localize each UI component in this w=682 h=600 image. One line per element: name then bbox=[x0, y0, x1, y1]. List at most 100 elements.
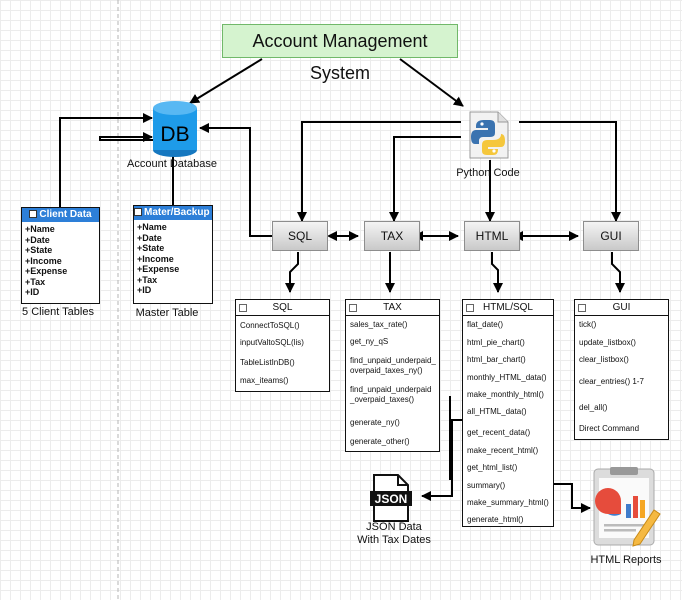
function-item: summary() bbox=[467, 481, 506, 490]
gui-module: GUI bbox=[583, 221, 639, 251]
function-item: get_html_list() bbox=[467, 463, 518, 472]
sql-module: SQL bbox=[272, 221, 328, 251]
tax-functions-header: TAX bbox=[346, 300, 439, 316]
arrow-python-to-sql bbox=[297, 121, 461, 222]
function-item: _overpaid_taxes() bbox=[350, 395, 415, 404]
arrow-client-to-db bbox=[59, 113, 153, 210]
arrow-html-down bbox=[491, 252, 503, 293]
db-icon-text: DB bbox=[160, 123, 189, 146]
table-field: +Tax bbox=[25, 276, 46, 287]
arrow-python-to-tax bbox=[389, 136, 461, 222]
title-text: Account Management System bbox=[252, 31, 428, 83]
function-item: html_pie_chart() bbox=[467, 338, 525, 347]
client-tables-caption: 5 Client Tables bbox=[22, 306, 94, 318]
function-item: del_all() bbox=[579, 403, 608, 412]
box-checkbox-icon bbox=[239, 304, 247, 312]
database-icon: DB bbox=[153, 101, 197, 157]
function-item: clear_listbox() bbox=[579, 355, 629, 364]
function-item: inputValtoSQL(lis) bbox=[240, 338, 304, 347]
arrow-title-to-python bbox=[399, 58, 464, 107]
tax-functions-box: TAX sales_tax_rate() get_ny_qS find_unpa… bbox=[345, 299, 440, 452]
table-field: +Name bbox=[137, 222, 167, 232]
table-field: +ID bbox=[25, 287, 40, 297]
client-data-table: Client Data +Name +Date +State +Income +… bbox=[21, 207, 100, 304]
table-field: +Income bbox=[137, 253, 174, 264]
function-item: all_HTML_data() bbox=[467, 407, 527, 416]
gui-functions-header: GUI bbox=[575, 300, 668, 316]
function-item: make_summary_html() bbox=[467, 498, 549, 507]
function-item: make_recent_html() bbox=[467, 446, 539, 455]
table-field: +Name bbox=[25, 224, 55, 234]
arrow-to-reports bbox=[552, 483, 591, 513]
function-item: make_monthly_html() bbox=[467, 390, 544, 399]
json-label-line2: With Tax Dates bbox=[357, 534, 431, 546]
function-item: generate_other() bbox=[350, 437, 410, 446]
html-sql-functions-title: HTML/SQL bbox=[482, 302, 533, 313]
arrow-python-to-gui bbox=[519, 121, 621, 222]
tax-module: TAX bbox=[364, 221, 420, 251]
table-field: +ID bbox=[137, 285, 152, 295]
function-item: max_iteams() bbox=[240, 376, 289, 385]
box-checkbox-icon bbox=[466, 304, 474, 312]
html-sql-functions-box: HTML/SQL flat_date() html_pie_chart() ht… bbox=[462, 299, 554, 527]
function-item: find_unpaid_underpaid_ bbox=[350, 356, 436, 365]
table-field: +Income bbox=[25, 255, 62, 266]
account-database-label: Account Database bbox=[127, 158, 217, 170]
python-code-label: Python Code bbox=[456, 167, 520, 179]
sql-functions-header: SQL bbox=[236, 300, 329, 316]
arrow-sql-to-db bbox=[199, 123, 272, 237]
function-item: get_recent_data() bbox=[467, 428, 531, 437]
json-icon-text: JSON bbox=[375, 492, 408, 506]
table-field: +State bbox=[25, 245, 53, 255]
function-item: clear_entries() 1-7 bbox=[579, 377, 644, 386]
function-item: ConnectToSQL() bbox=[240, 321, 300, 330]
box-checkbox-icon bbox=[349, 304, 357, 312]
title-box: Account Management System bbox=[222, 24, 458, 83]
master-data-table: Mater/Backup data +Name +Date +State +In… bbox=[133, 205, 213, 304]
table-field: +Tax bbox=[137, 274, 158, 285]
table-field: +Date bbox=[137, 232, 162, 243]
master-table-header: Mater/Backup data bbox=[134, 206, 212, 220]
json-file-icon: JSON bbox=[370, 474, 412, 522]
function-item: generate_html() bbox=[467, 515, 524, 524]
table-field: +Expense bbox=[25, 266, 68, 276]
html-reports-label: HTML Reports bbox=[590, 554, 662, 566]
json-data-label: JSON Data With Tax Dates bbox=[348, 521, 440, 547]
arrow-gui-down bbox=[611, 252, 625, 293]
gui-functions-box: GUI tick() update_listbox() clear_listbo… bbox=[574, 299, 669, 440]
function-item: html_bar_chart() bbox=[467, 355, 526, 364]
function-item: tick() bbox=[579, 320, 597, 329]
arrow-html-to-json bbox=[421, 419, 462, 501]
function-item: update_listbox() bbox=[579, 338, 636, 347]
table-field: +State bbox=[137, 243, 165, 253]
python-icon bbox=[469, 111, 509, 159]
function-item: find_unpaid_underpaid bbox=[350, 385, 432, 394]
master-table-title: Mater/Backup data bbox=[144, 207, 212, 218]
html-reports-icon bbox=[593, 467, 661, 547]
arrow-title-to-db bbox=[189, 58, 263, 104]
table-field: +Expense bbox=[137, 264, 180, 274]
box-checkbox-icon bbox=[578, 304, 586, 312]
function-item: flat_date() bbox=[467, 320, 504, 329]
sql-functions-box: SQL ConnectToSQL() inputValtoSQL(lis) Ta… bbox=[235, 299, 330, 392]
function-item: Direct Command bbox=[579, 424, 640, 433]
tax-functions-title: TAX bbox=[383, 302, 402, 313]
function-item: get_ny_qS bbox=[350, 337, 389, 346]
table-checkbox-icon bbox=[134, 208, 142, 217]
client-table-title: Client Data bbox=[39, 209, 92, 220]
function-item: generate_ny() bbox=[350, 418, 400, 427]
client-table-fields: +Name +Date +State +Income +Expense +Tax… bbox=[22, 222, 99, 300]
table-checkbox-icon bbox=[29, 210, 38, 219]
html-sql-functions-header: HTML/SQL bbox=[463, 300, 553, 316]
table-field: +Date bbox=[25, 234, 50, 245]
function-item: monthly_HTML_data() bbox=[467, 373, 547, 382]
function-item: overpaid_taxes_ny() bbox=[350, 366, 423, 375]
html-module: HTML bbox=[464, 221, 520, 251]
json-label-line1: JSON Data bbox=[366, 521, 422, 533]
client-table-header: Client Data bbox=[22, 208, 99, 222]
function-item: sales_tax_rate() bbox=[350, 320, 408, 329]
arrow-sql-down bbox=[285, 252, 299, 293]
sql-functions-title: SQL bbox=[272, 302, 293, 313]
gui-functions-title: GUI bbox=[612, 302, 631, 313]
